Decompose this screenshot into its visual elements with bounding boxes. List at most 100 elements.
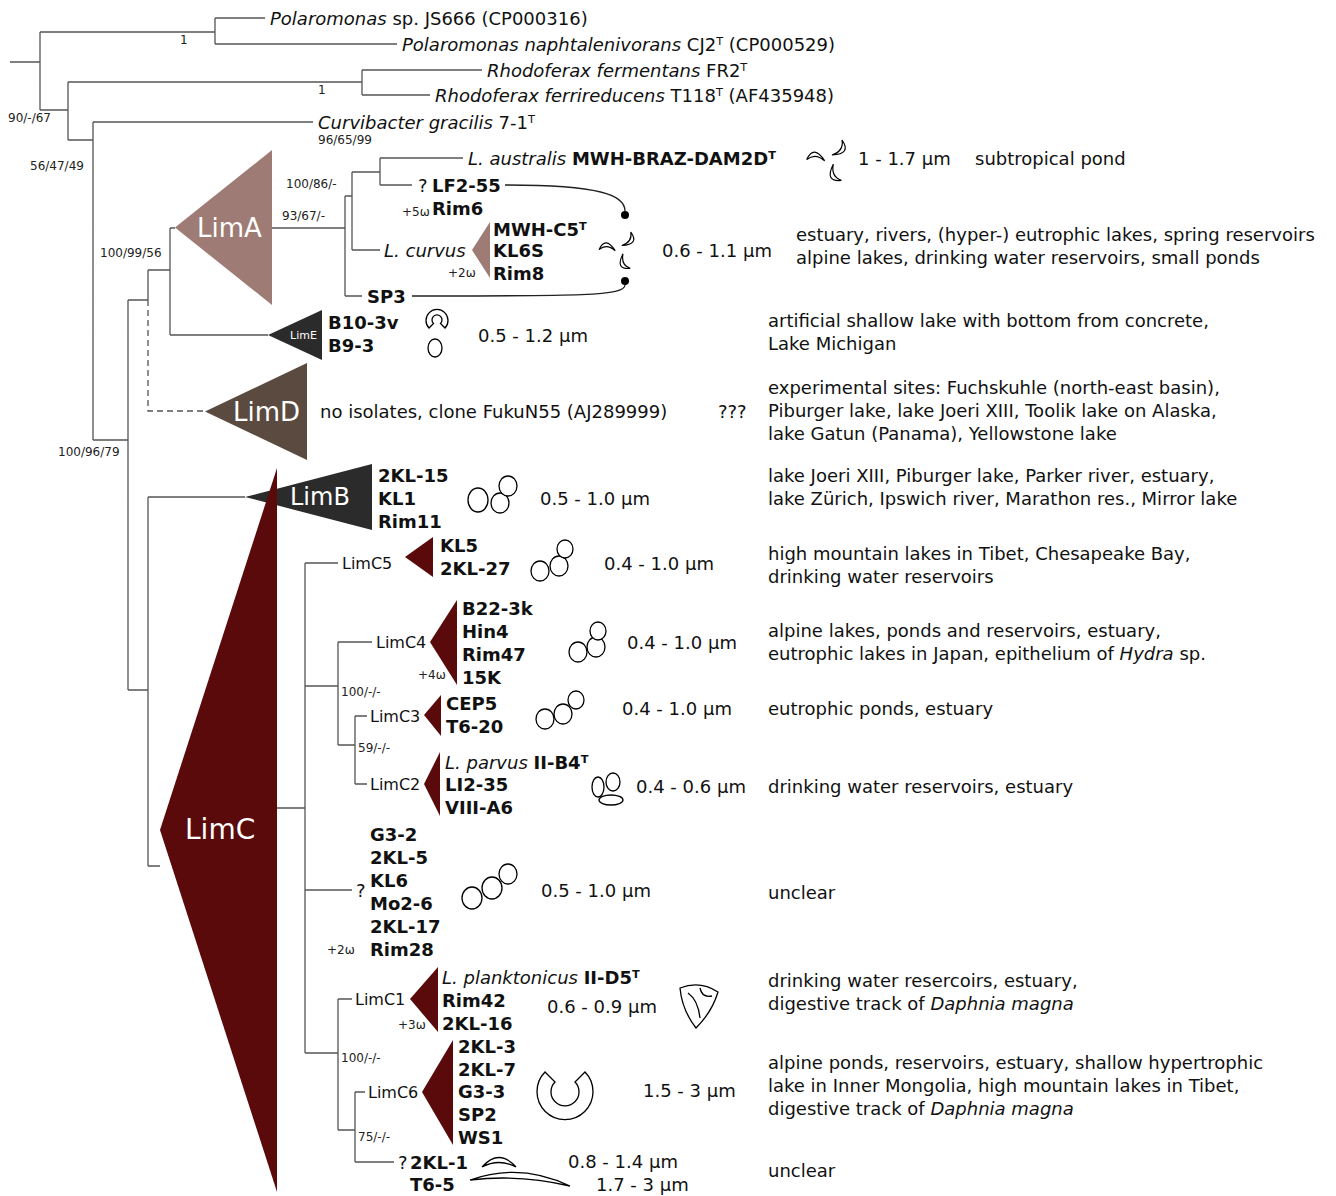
text-run: water — [847, 566, 904, 587]
cell-morphology-icon — [536, 691, 584, 729]
subclade-label: LimC2 — [370, 773, 420, 796]
text-line: 100/99/56 — [100, 246, 162, 260]
text-run: track — [856, 1098, 908, 1119]
annotation-text: high mountain lakes in Tibet, Chesapeake… — [768, 542, 1191, 588]
text-run: SP3 — [367, 286, 406, 307]
text-run: CEP5 — [446, 693, 497, 714]
support-value: 93/67/- — [282, 209, 325, 223]
text-run: Rim28 — [370, 939, 434, 960]
text-run: LimC5 — [342, 554, 392, 573]
text-run: Lake — [768, 333, 816, 354]
text-run: Daphnia — [930, 993, 1011, 1014]
text-line: 100/86/- — [286, 177, 337, 191]
text-run: lake, — [849, 400, 897, 421]
text-run: LimC2 — [370, 775, 420, 794]
clade-name: LimC — [185, 816, 255, 844]
text-line: B9-3 — [328, 334, 374, 357]
support-value: 100/86/- — [286, 177, 337, 191]
text-run: with — [962, 310, 1006, 331]
text-line: 93/67/- — [282, 209, 325, 223]
support-value: +2ω — [327, 943, 355, 957]
text-line: ? — [418, 174, 428, 197]
strain-name: Rim6 — [432, 197, 483, 220]
text-run: 1.5 — [643, 1080, 677, 1101]
clade-name: LimE — [290, 330, 317, 341]
text-line: high mountain lakes in Tibet, Chesapeake… — [768, 542, 1191, 565]
text-line: ? — [398, 1151, 408, 1174]
text-run: water — [847, 776, 904, 797]
subclade-triangle — [424, 752, 440, 816]
text-run: estuary, — [1004, 970, 1078, 991]
text-line: G3-2 — [370, 823, 417, 846]
annotation-text: L. curvus — [384, 239, 466, 262]
text-run: XIII, — [856, 465, 896, 486]
strain-name: 2KL-27 — [440, 557, 510, 580]
subclade-triangle — [405, 537, 433, 577]
text-run: estuary, — [996, 1052, 1075, 1073]
tree-branch-dashed — [148, 300, 205, 411]
text-run: KL1 — [378, 488, 416, 509]
text-run: 90/-/67 — [8, 111, 51, 125]
text-run: LimC1 — [355, 990, 405, 1009]
text-run: 0.6 — [683, 776, 717, 797]
text-run: 15K — [462, 667, 501, 688]
text-line: 0.5 - 1.0 µm — [540, 487, 650, 510]
text-line: 1.7 - 3 µm — [596, 1173, 689, 1196]
text-run: - — [638, 553, 650, 574]
text-line: 0.6 - 1.1 µm — [662, 239, 772, 262]
text-line: 0.5 - 1.2 µm — [478, 324, 588, 347]
text-run: FukuN55 — [483, 401, 567, 422]
text-run: µm — [649, 1151, 678, 1172]
cell-morphology-icon — [569, 622, 606, 662]
text-run: 0.9 — [594, 996, 628, 1017]
text-run: µm — [559, 325, 588, 346]
text-run: KL5 — [440, 535, 478, 556]
text-run: drinking — [768, 970, 847, 991]
text-run: Mo2-6 — [370, 893, 433, 914]
strain-name: Rim28 — [370, 938, 434, 961]
text-run: ? — [356, 880, 366, 901]
text-line: unclear — [768, 1159, 835, 1182]
text-run: 2KL-7 — [458, 1059, 516, 1080]
text-line: +4ω — [418, 668, 446, 682]
text-run: lake — [768, 465, 811, 486]
text-run: 7-1ᵀ — [499, 112, 535, 133]
text-run: australis — [489, 148, 571, 169]
annotation-text: 1.7 - 3 µm — [596, 1173, 689, 1196]
text-run: µm — [708, 632, 737, 653]
text-line: Curvibacter gracilis 7-1ᵀ — [318, 111, 535, 134]
text-line: LimC5 — [342, 552, 392, 575]
text-line: Rim28 — [370, 938, 434, 961]
text-line: eutrophic lakes in Japan, epithelium of … — [768, 642, 1206, 665]
text-run: Mirror — [1142, 488, 1201, 509]
text-run: (CP000529) — [729, 34, 835, 55]
text-run: 2KL-3 — [458, 1036, 516, 1057]
strain-name: T6-5 — [410, 1173, 455, 1196]
text-run: Marathon — [1005, 488, 1097, 509]
text-run: water — [847, 970, 904, 991]
text-line: 2KL-27 — [440, 557, 510, 580]
text-run: Zürich, — [811, 488, 880, 509]
text-run: L. — [468, 148, 489, 169]
strain-name: Rim8 — [493, 262, 544, 285]
text-run: 1.2 — [525, 325, 559, 346]
text-run: T6-20 — [446, 716, 503, 737]
text-line: drinking water reservoirs, estuary — [768, 775, 1073, 798]
strain-name: 15K — [462, 666, 501, 689]
text-run: Polaromonas — [402, 34, 524, 55]
text-line: Polaromonas naphtalenivorans CJ2ᵀ (CP000… — [402, 33, 835, 56]
subclade-label: LimC4 — [376, 631, 426, 654]
strain-name: MWH-C5ᵀ — [493, 218, 587, 241]
cell-shape — [426, 309, 448, 328]
text-run: of — [1097, 643, 1120, 664]
text-line: alpine ponds, reservoirs, estuary, shall… — [768, 1051, 1263, 1074]
text-run: - — [875, 148, 887, 169]
text-line: KL5 — [440, 534, 478, 557]
text-run: Rhodoferax — [435, 85, 545, 106]
cell-morphology-icon — [482, 1158, 516, 1168]
text-line: 2KL-15 — [378, 464, 448, 487]
text-run: eutrophic — [768, 698, 859, 719]
cell-morphology-icon — [537, 1072, 593, 1120]
cell-shape — [592, 777, 604, 797]
text-run: ? — [418, 175, 428, 196]
